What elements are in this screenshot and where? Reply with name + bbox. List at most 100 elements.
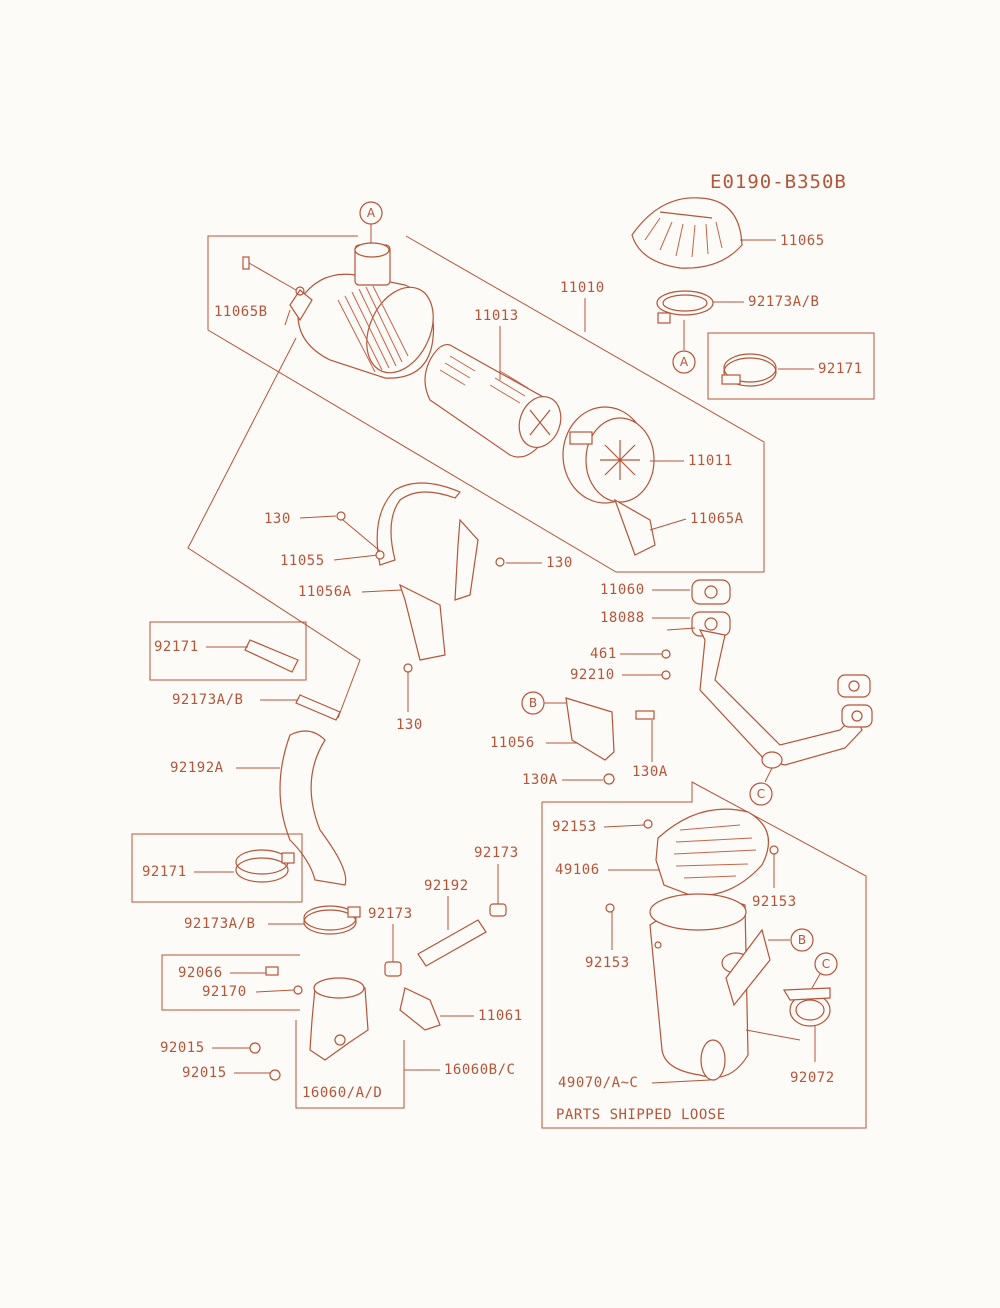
label-92015-a: 92015	[160, 1040, 205, 1056]
label-130a-a: 130A	[522, 772, 558, 788]
intake-hose-92192a	[279, 730, 347, 886]
screw-92153-b	[769, 845, 779, 855]
clamp-mid	[295, 694, 341, 721]
label-92171-b: 92171	[154, 639, 199, 655]
gasket-11061	[399, 987, 441, 1031]
callout-c-pipe: C	[749, 767, 773, 806]
air-cleaner-group-outline	[207, 235, 765, 573]
svg-text:C: C	[822, 957, 830, 971]
hose-clamp-92171-c	[235, 849, 295, 883]
hose-clamp-92171-a	[721, 353, 777, 387]
clamp-lower	[303, 905, 361, 935]
label-130-c: 130	[396, 717, 423, 733]
plug-92066	[265, 966, 279, 976]
bolt-130-a	[336, 511, 346, 521]
label-130a-b: 130A	[632, 764, 668, 780]
clamp-92173-a	[489, 903, 507, 917]
svg-text:B: B	[529, 696, 537, 710]
callout-a-top: A	[359, 201, 383, 246]
diagram-code: E0190-B350B	[710, 171, 847, 193]
label-11055: 11055	[280, 553, 325, 569]
screw-92153-c	[605, 903, 615, 913]
svg-text:C: C	[757, 787, 765, 801]
clamp-92173-b	[384, 961, 402, 977]
screw-92153-a	[643, 819, 653, 829]
label-92015-b: 92015	[182, 1065, 227, 1081]
label-49106: 49106	[555, 862, 600, 878]
label-11065a: 11065A	[690, 511, 744, 527]
label-49070: 49070/A~C	[558, 1075, 638, 1091]
nut-92015-a	[249, 1042, 261, 1054]
clamp-top	[656, 290, 714, 324]
nut-11055	[375, 550, 385, 560]
label-11060: 11060	[600, 582, 645, 598]
label-92171-a: 92171	[818, 361, 863, 377]
label-92072: 92072	[790, 1070, 835, 1086]
label-92153-a: 92153	[552, 819, 597, 835]
label-130-b: 130	[546, 555, 573, 571]
callout-c-muffler: C	[811, 952, 838, 989]
bolt-130-b	[495, 557, 505, 567]
air-filter-element	[424, 343, 562, 458]
nut-461	[661, 649, 671, 659]
callout-b-muffler: B	[768, 928, 814, 952]
label-92210: 92210	[570, 667, 615, 683]
label-11061: 11061	[478, 1008, 523, 1024]
label-92170: 92170	[202, 984, 247, 1000]
bolt-11065b	[242, 256, 297, 291]
label-92173ab-low: 92173A/B	[184, 916, 255, 932]
support-band	[376, 482, 479, 661]
label-92153-b: 92153	[752, 894, 797, 910]
label-92173ab-mid: 92173A/B	[172, 692, 243, 708]
svg-text:B: B	[798, 933, 806, 947]
loose-parts-box	[541, 781, 867, 1129]
label-461: 461	[590, 646, 617, 662]
nut-92015-b	[269, 1069, 281, 1081]
label-16060ad: 16060/A/D	[302, 1085, 382, 1101]
leader-92072	[745, 1029, 801, 1041]
label-11056: 11056	[490, 735, 535, 751]
box-92171-a	[707, 332, 875, 400]
loose-parts-note: PARTS SHIPPED LOOSE	[556, 1107, 726, 1123]
bracket-16060ad	[295, 1020, 405, 1109]
callout-a-lower: A	[672, 320, 696, 374]
label-11065b: 11065B	[214, 304, 268, 320]
label-11065: 11065	[780, 233, 825, 249]
washer-92170	[293, 985, 303, 995]
air-cleaner-body	[284, 242, 435, 379]
muffler-clamp-92072	[782, 987, 831, 1027]
air-cleaner-cover	[562, 406, 656, 556]
svg-text:A: A	[367, 206, 376, 220]
rain-cap	[631, 197, 743, 269]
bracket-11056	[565, 697, 655, 785]
label-92173-b: 92173	[368, 906, 413, 922]
bolt-130-c	[403, 663, 413, 673]
leader-hose-route	[187, 337, 361, 719]
box-92171-c	[131, 833, 303, 903]
label-92153-c: 92153	[585, 955, 630, 971]
svg-text:A: A	[680, 355, 689, 369]
gasket-11060	[691, 579, 731, 605]
box-92171-b	[149, 621, 307, 681]
breather-hose-92192	[417, 919, 487, 967]
group-bracket-left	[161, 954, 300, 1011]
label-92171-c: 92171	[142, 864, 187, 880]
exhaust-pipe-18088	[691, 611, 873, 769]
label-11010: 11010	[560, 280, 605, 296]
muffler-49070	[649, 893, 771, 1081]
label-130-a: 130	[264, 511, 291, 527]
label-11011: 11011	[688, 453, 733, 469]
label-11013: 11013	[474, 308, 519, 324]
label-92192a: 92192A	[170, 760, 224, 776]
label-16060bc: 16060B/C	[444, 1062, 515, 1078]
hose-clamp-92171-b	[244, 639, 299, 673]
callout-b-bracket: B	[521, 691, 566, 715]
washer-92210	[661, 670, 671, 680]
label-92173ab-top: 92173A/B	[748, 294, 819, 310]
label-92192: 92192	[424, 878, 469, 894]
heat-guard-49106	[655, 808, 770, 897]
label-92066: 92066	[178, 965, 223, 981]
intake-elbow	[309, 977, 369, 1061]
label-11056a: 11056A	[298, 584, 352, 600]
